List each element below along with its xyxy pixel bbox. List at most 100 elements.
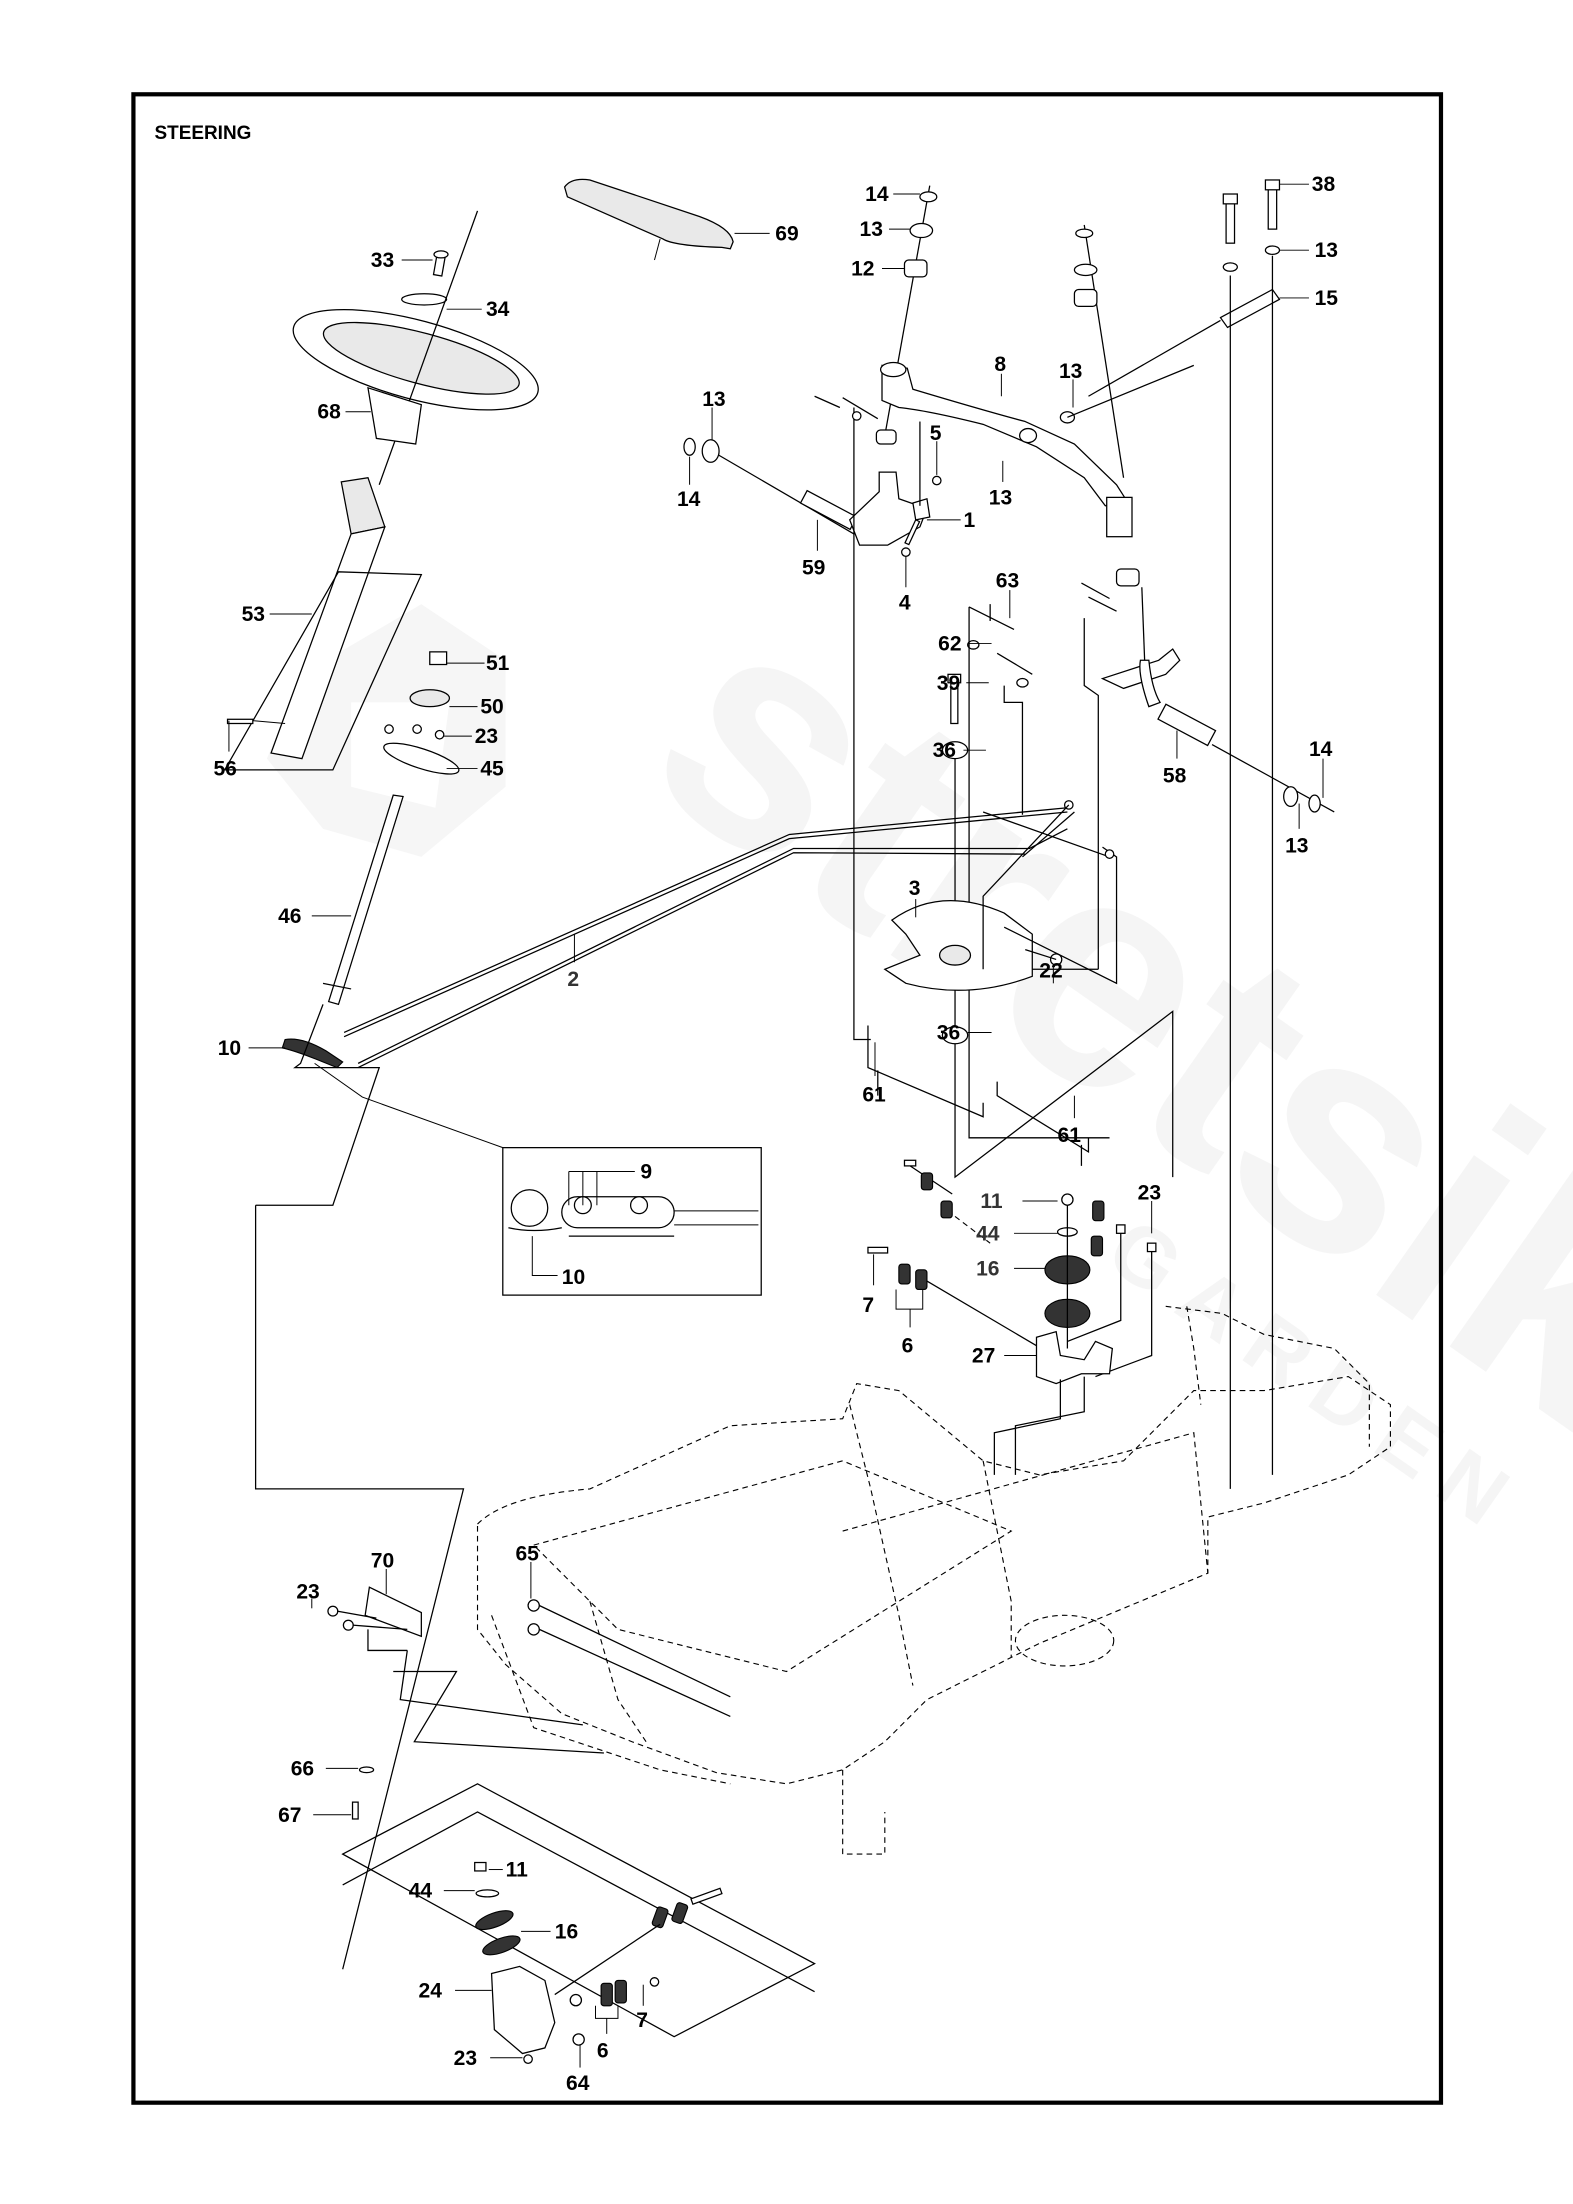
front-axle-assembly — [683, 179, 1335, 1489]
svg-text:10: 10 — [562, 1266, 585, 1289]
callout-44b: 44 — [409, 1880, 475, 1903]
callout-4: 4 — [899, 556, 911, 615]
svg-text:62: 62 — [938, 632, 961, 655]
callout-12: 12 — [851, 257, 905, 280]
svg-text:14: 14 — [865, 183, 889, 206]
svg-text:24: 24 — [419, 1979, 443, 2002]
callout-3: 3 — [909, 877, 920, 918]
callout-16a: 16 — [976, 1257, 1045, 1280]
callout-59: 59 — [802, 519, 825, 580]
callout-11a: 11 — [980, 1190, 1058, 1213]
svg-text:12: 12 — [851, 257, 874, 280]
svg-text:4: 4 — [899, 592, 911, 615]
svg-text:33: 33 — [371, 249, 394, 272]
steering-shaft-part — [327, 794, 404, 1006]
svg-text:61: 61 — [1058, 1124, 1082, 1147]
callout-23a: 23 — [443, 725, 498, 748]
callout-8: 8 — [994, 353, 1006, 397]
svg-text:23: 23 — [475, 725, 498, 748]
bolt-part — [351, 1801, 359, 1820]
inset-box — [502, 1147, 762, 1296]
cable-clamp-part — [920, 1172, 934, 1191]
cable-clamp-part — [600, 1982, 613, 2007]
svg-text:6: 6 — [597, 2040, 609, 2063]
svg-text:16: 16 — [555, 1920, 578, 1943]
mount-plate-part — [383, 742, 460, 775]
callout-61b: 61 — [1058, 1095, 1082, 1147]
svg-text:39: 39 — [937, 672, 960, 695]
svg-text:23: 23 — [1138, 1182, 1161, 1205]
watermark-brand: stretsik — [597, 539, 1573, 1494]
callout-65: 65 — [515, 1543, 539, 1599]
callout-36a: 36 — [933, 739, 986, 762]
callout-16b: 16 — [521, 1920, 578, 1943]
svg-text:7: 7 — [862, 1294, 874, 1317]
svg-text:36: 36 — [937, 1022, 960, 1045]
callout-22: 22 — [1039, 960, 1063, 984]
svg-text:13: 13 — [1285, 835, 1308, 858]
axle-beam-part — [881, 364, 1128, 507]
svg-text:56: 56 — [213, 757, 236, 780]
callout-14b: 14 — [677, 456, 701, 511]
washer-part — [401, 293, 448, 306]
callout-64: 64 — [566, 2045, 590, 2095]
steering-gear-segment — [281, 1038, 344, 1069]
spindle-shaft-part — [799, 489, 858, 531]
pulley-assembly — [867, 1159, 1157, 1475]
steering-column-top — [340, 477, 386, 535]
bushing-part — [429, 651, 448, 666]
steering-cap-part — [563, 178, 734, 250]
svg-text:9: 9 — [640, 1161, 652, 1184]
callout-61a: 61 — [862, 1042, 886, 1106]
svg-text:8: 8 — [994, 353, 1006, 376]
spindle-shaft-part — [1139, 659, 1162, 708]
washer-part — [701, 439, 720, 463]
callout-13c: 13 — [1279, 239, 1338, 262]
nut-part — [474, 1861, 487, 1872]
callout-66: 66 — [291, 1757, 359, 1780]
callout-69: 69 — [734, 222, 799, 245]
svg-text:7: 7 — [636, 2009, 648, 2032]
svg-text:61: 61 — [862, 1083, 886, 1106]
nut-part — [967, 640, 980, 650]
callout-14a: 14 — [865, 183, 920, 206]
callout-1: 1 — [926, 509, 975, 532]
clip-part — [1308, 794, 1321, 813]
svg-text:23: 23 — [296, 1580, 319, 1603]
bolt-part — [690, 1887, 723, 1905]
pulley-part — [475, 1910, 514, 1931]
bolt-part — [867, 1246, 889, 1254]
callout-2: 2 — [567, 934, 579, 991]
nut-part — [1061, 1193, 1074, 1206]
callout-62: 62 — [938, 632, 992, 655]
callout-39: 39 — [937, 672, 989, 695]
bolt-part — [1225, 200, 1236, 244]
svg-text:14: 14 — [677, 488, 701, 511]
callout-15: 15 — [1279, 287, 1338, 310]
callout-23c: 23 — [296, 1580, 320, 1609]
callout-23d: 23 — [454, 2047, 523, 2070]
bushing-part — [941, 1026, 969, 1045]
callout-10b: 10 — [531, 1236, 585, 1289]
svg-text:34: 34 — [486, 298, 510, 321]
callout-11b: 11 — [488, 1859, 528, 1882]
svg-text:63: 63 — [996, 569, 1019, 592]
svg-text:67: 67 — [278, 1804, 301, 1827]
svg-text:23: 23 — [454, 2047, 477, 2070]
callout-5: 5 — [930, 422, 942, 475]
callout-24: 24 — [419, 1979, 492, 2002]
callout-34: 34 — [446, 298, 510, 321]
washer-part — [1073, 263, 1098, 277]
callout-9: 9 — [568, 1161, 652, 1206]
callout-27: 27 — [972, 1345, 1037, 1368]
bracket-part — [364, 1586, 422, 1638]
callout-6b: 6 — [595, 2005, 619, 2063]
callout-46: 46 — [278, 905, 352, 928]
callout-7a: 7 — [862, 1254, 875, 1317]
callout-44a: 44 — [976, 1222, 1058, 1245]
callout-51: 51 — [446, 652, 510, 675]
callout-45: 45 — [446, 757, 504, 780]
svg-text:13: 13 — [989, 486, 1012, 509]
clip-part — [1075, 228, 1094, 239]
